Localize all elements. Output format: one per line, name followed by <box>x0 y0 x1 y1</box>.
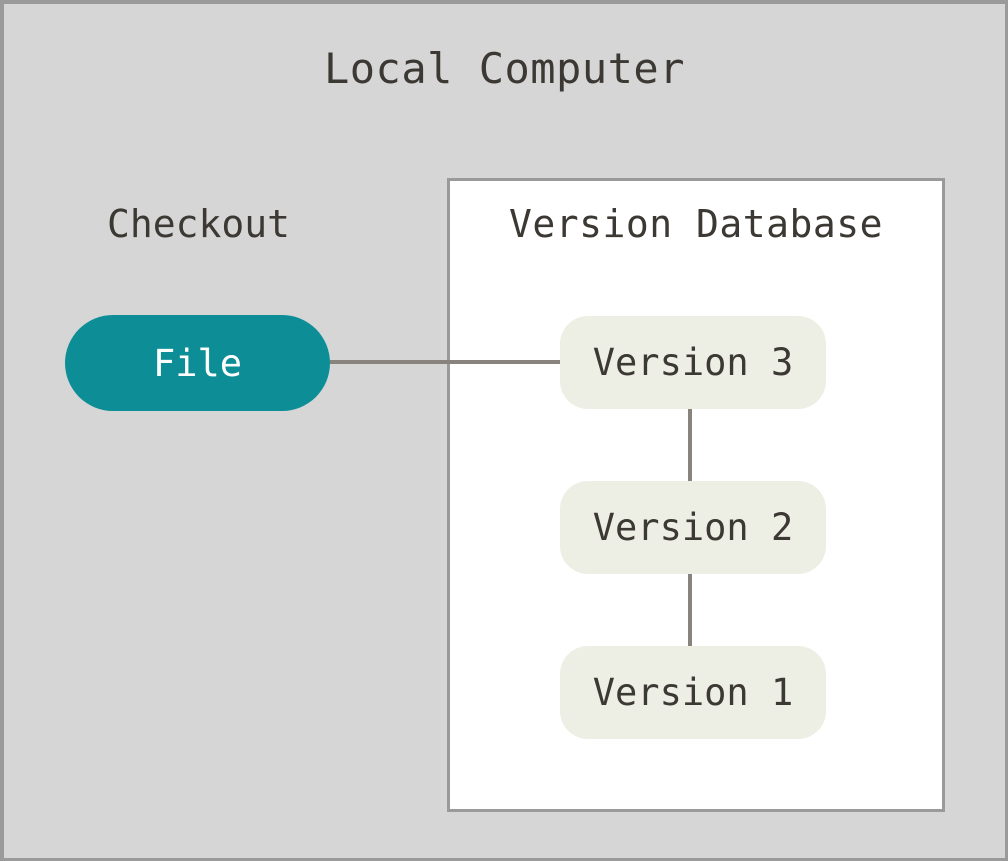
node-version-3[interactable]: Version 3 <box>560 316 826 409</box>
node-version-2[interactable]: Version 2 <box>560 481 826 574</box>
edge-file-to-version-3 <box>330 360 562 364</box>
checkout-label: Checkout <box>107 202 291 246</box>
edge-version-2-to-version-1 <box>688 570 692 650</box>
node-file[interactable]: File <box>65 315 330 411</box>
cluster-title-local-computer: Local Computer <box>323 44 685 93</box>
node-version-1[interactable]: Version 1 <box>560 646 826 739</box>
version-database-title: Version Database <box>508 202 884 246</box>
edge-version-3-to-version-2 <box>688 406 692 486</box>
